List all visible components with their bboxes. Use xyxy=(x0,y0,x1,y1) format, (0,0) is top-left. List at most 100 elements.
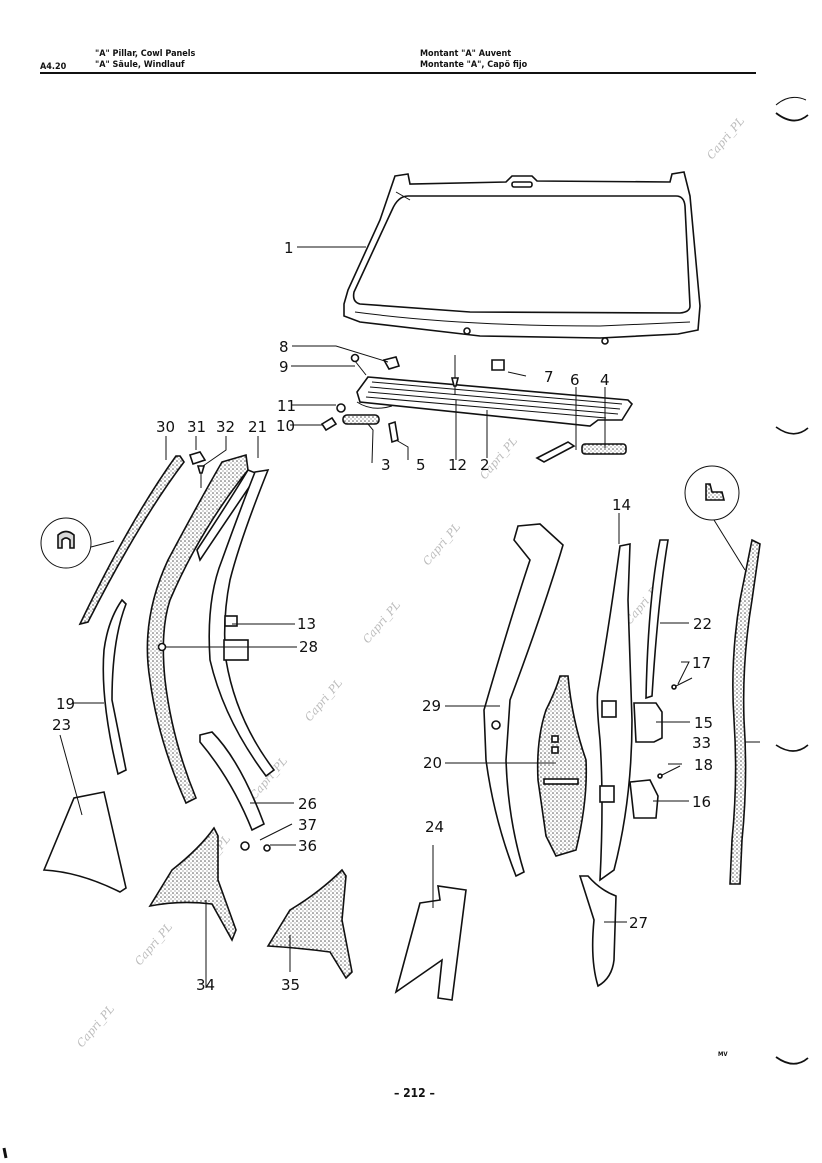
binding-marks xyxy=(2,96,809,1159)
part-31-clip xyxy=(188,451,207,466)
right-side-parts xyxy=(394,465,761,1001)
margin-mark xyxy=(2,1147,8,1159)
callout-19: 19 xyxy=(56,695,75,713)
callout-14: 14 xyxy=(612,496,631,514)
callout-23: 23 xyxy=(52,716,71,734)
detail-circle-33 xyxy=(684,465,740,521)
watermark: Capri_PL xyxy=(132,921,175,968)
callout-28: 28 xyxy=(299,638,318,656)
watermark: Capri_PL xyxy=(420,521,463,568)
artist-mark: MV xyxy=(718,1051,728,1058)
part-27-lower-pillar xyxy=(578,875,617,988)
callout-labels: 1 2 3 4 5 6 7 8 9 10 11 12 13 14 15 16 1… xyxy=(52,239,713,994)
small-fasteners xyxy=(320,353,627,463)
callout-11: 11 xyxy=(277,397,296,415)
callout-22: 22 xyxy=(693,615,712,633)
callout-13: 13 xyxy=(297,615,316,633)
part-23-trim-panel xyxy=(42,791,127,893)
part-37-grommet xyxy=(240,841,250,851)
callout-9: 9 xyxy=(279,358,289,376)
part-24-trim-panel xyxy=(394,885,467,1001)
callout-37: 37 xyxy=(298,816,317,834)
title-es: Montante "A", Capõ fijo xyxy=(420,60,528,70)
part-5-clip xyxy=(388,420,399,444)
callout-32: 32 xyxy=(216,418,235,436)
callout-27: 27 xyxy=(629,914,648,932)
callout-5: 5 xyxy=(416,456,426,474)
part-8-nut xyxy=(382,356,401,370)
part-36-screw xyxy=(263,844,271,852)
callout-17: 17 xyxy=(692,654,711,672)
callout-21: 21 xyxy=(248,418,267,436)
title-en: "A" Pillar, Cowl Panels xyxy=(95,49,196,59)
binding-arc xyxy=(775,426,809,435)
part-11-washer xyxy=(336,403,346,413)
part-7-clip xyxy=(491,359,505,371)
callout-31: 31 xyxy=(187,418,206,436)
title-de: "A" Säule, Windlauf xyxy=(95,60,185,70)
callout-15: 15 xyxy=(694,714,713,732)
part-15-plate xyxy=(633,702,663,743)
binding-arc xyxy=(775,744,809,752)
callout-35: 35 xyxy=(281,976,300,994)
callout-29: 29 xyxy=(422,697,441,715)
leader-lines xyxy=(59,246,760,988)
callout-18: 18 xyxy=(694,756,713,774)
watermark: Capri_PL xyxy=(704,115,747,162)
part-28-grommet xyxy=(157,642,167,652)
part-33-weatherstrip xyxy=(729,538,761,885)
part-19-bracket-strip xyxy=(102,598,127,776)
part-20-reinforcement xyxy=(536,675,588,857)
callout-16: 16 xyxy=(692,793,711,811)
callout-8: 8 xyxy=(279,338,289,356)
part-18-screw xyxy=(657,773,663,779)
part-26-lower-pillar xyxy=(199,731,266,832)
part-9-screw-head xyxy=(350,353,360,363)
callout-7: 7 xyxy=(544,368,554,386)
binding-arc xyxy=(775,112,809,122)
part-12-rivet xyxy=(450,377,460,387)
part-30-weatherstrip xyxy=(78,455,185,626)
part-22-strip xyxy=(645,539,669,700)
callout-6: 6 xyxy=(570,371,580,389)
detail-circle-30 xyxy=(40,517,92,569)
callout-12: 12 xyxy=(448,456,467,474)
part-34-kick-panel xyxy=(148,826,237,942)
part-windscreen-frame xyxy=(343,171,701,345)
callout-4: 4 xyxy=(600,371,610,389)
part-17-screw xyxy=(671,684,677,690)
part-cowl-grille xyxy=(356,376,634,427)
part-10-screw xyxy=(320,416,338,432)
part-35-kick-panel xyxy=(266,868,353,980)
title-fr: Montant "A" Auvent xyxy=(420,49,512,59)
callout-26: 26 xyxy=(298,795,317,813)
part-13-a-pillar-inner xyxy=(208,468,276,778)
title-fr-es: Montant "A" Auvent Montante "A", Capõ fi… xyxy=(420,49,527,71)
callout-10: 10 xyxy=(276,417,295,435)
title-en-de: "A" Pillar, Cowl Panels "A" Säule, Windl… xyxy=(95,49,195,71)
part-3-pad xyxy=(342,414,380,425)
callout-30: 30 xyxy=(156,418,175,436)
part-16-plate xyxy=(629,779,659,819)
watermark: Capri_PL xyxy=(74,1003,117,1050)
part-29-a-pillar-outer xyxy=(483,523,564,878)
part-21-a-pillar-outer xyxy=(146,453,249,805)
callout-3: 3 xyxy=(381,456,391,474)
section-code: A4.20 xyxy=(40,62,67,72)
header-rule xyxy=(40,72,756,74)
callout-36: 36 xyxy=(298,837,317,855)
callout-1: 1 xyxy=(284,239,294,257)
callout-34: 34 xyxy=(196,976,215,994)
callout-20: 20 xyxy=(423,754,442,772)
watermark: Capri_PL xyxy=(302,677,345,724)
part-4-pad xyxy=(581,443,627,455)
page-number: – 212 – xyxy=(394,1086,435,1100)
left-side-parts xyxy=(40,451,353,980)
part-6-clip-strip xyxy=(535,441,576,463)
callout-24: 24 xyxy=(425,818,444,836)
part-32-stud xyxy=(196,465,206,474)
binding-arc xyxy=(775,96,807,106)
callout-2: 2 xyxy=(480,456,490,474)
watermark: Capri_PL xyxy=(360,599,403,646)
